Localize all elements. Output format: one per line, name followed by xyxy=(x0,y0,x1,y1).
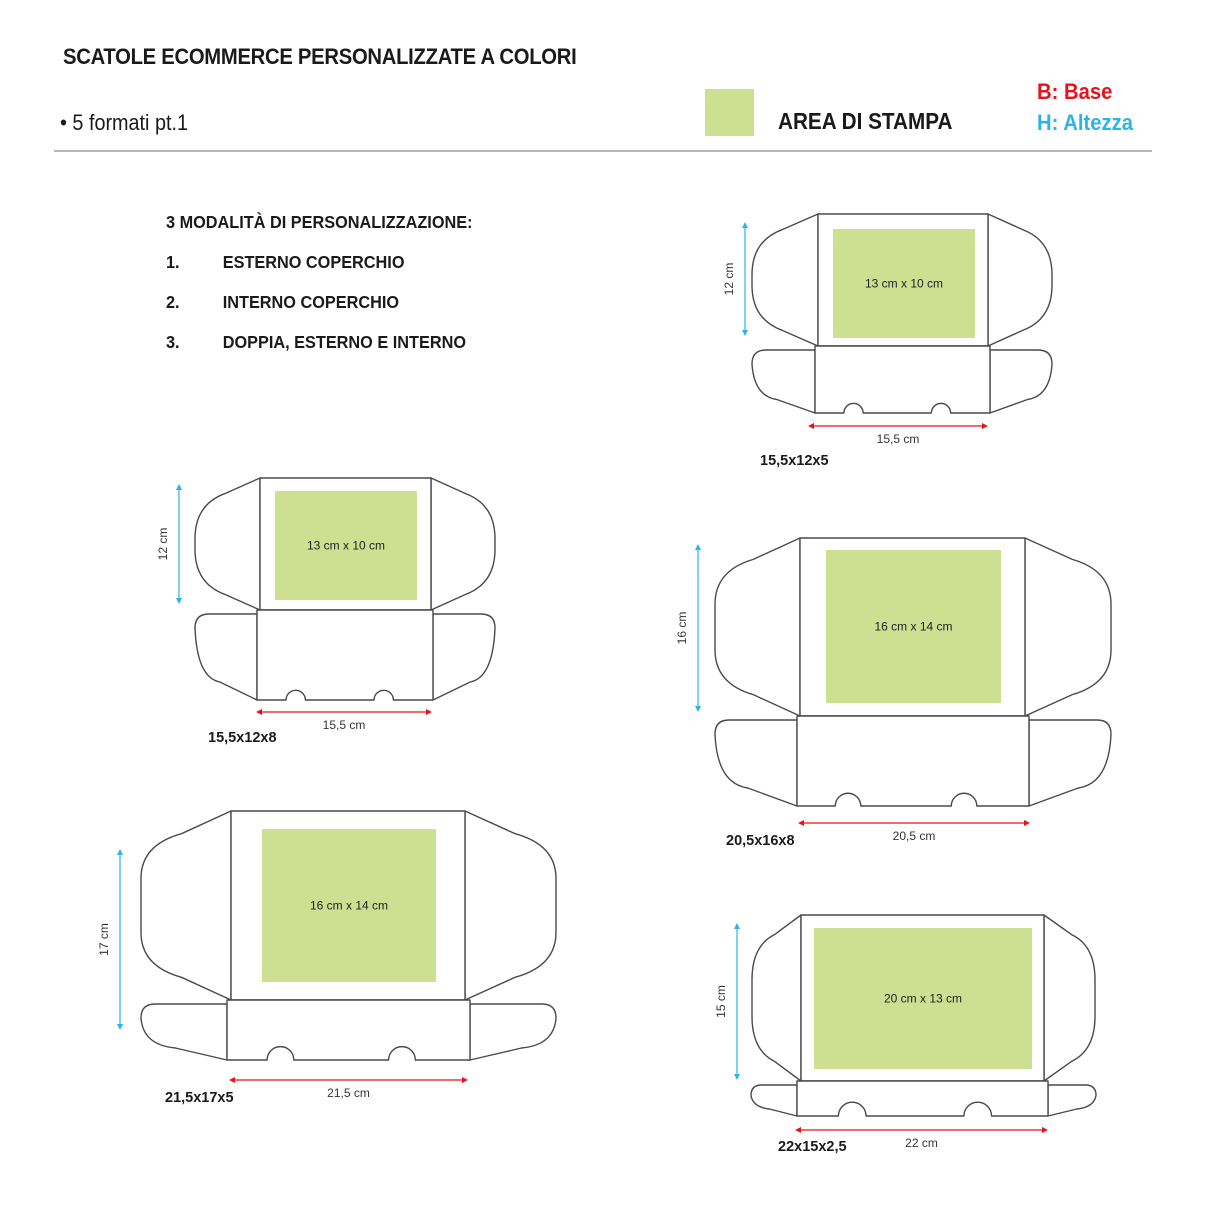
box-dieline: 13 cm x 10 cm 12 cm 15,5 cm xyxy=(722,213,1053,446)
mode-label: DOPPIA, ESTERNO E INTERNO xyxy=(222,332,466,352)
print-area-size: 20 cm x 13 cm xyxy=(884,992,962,1006)
box-dieline: 16 cm x 14 cm 17 cm 21,5 cm xyxy=(97,810,557,1100)
arrow-left-icon xyxy=(808,423,814,429)
height-label: 12 cm xyxy=(722,263,736,296)
arrow-right-icon xyxy=(982,423,988,429)
print-area xyxy=(826,550,1001,703)
print-area xyxy=(262,829,436,982)
box-dieline: 16 cm x 14 cm 16 cm 20,5 cm xyxy=(675,537,1112,843)
base-key: B: Base xyxy=(1037,79,1113,104)
base-label: 15,5 cm xyxy=(323,718,366,732)
mode-number: 1. xyxy=(166,252,180,272)
subtitle: • 5 formati pt.1 xyxy=(60,110,188,135)
header-divider xyxy=(54,150,1152,152)
arrow-up-icon xyxy=(117,849,123,855)
print-area xyxy=(814,928,1032,1069)
height-label: 16 cm xyxy=(675,612,689,645)
print-area-size: 13 cm x 10 cm xyxy=(865,277,943,291)
arrow-left-icon xyxy=(256,709,262,715)
arrow-up-icon xyxy=(742,222,748,228)
mode-item: 1. ESTERNO COPERCHIO xyxy=(166,252,473,292)
print-area-size: 16 cm x 14 cm xyxy=(310,899,388,913)
arrow-down-icon xyxy=(695,706,701,712)
print-area xyxy=(275,491,417,600)
base-label: 15,5 cm xyxy=(877,432,920,446)
mode-item: 3. DOPPIA, ESTERNO E INTERNO xyxy=(166,332,473,372)
arrow-right-icon xyxy=(462,1077,468,1083)
arrow-down-icon xyxy=(176,598,182,604)
print-area-swatch xyxy=(705,89,754,136)
arrow-up-icon xyxy=(734,923,740,929)
mode-label: ESTERNO COPERCHIO xyxy=(222,252,405,272)
base-label: 21,5 cm xyxy=(327,1086,370,1100)
height-label: 15 cm xyxy=(714,985,728,1018)
arrow-right-icon xyxy=(1042,1127,1048,1133)
box-format-label: 22x15x2,5 xyxy=(778,1139,847,1155)
box-format-label: 21,5x17x5 xyxy=(165,1090,234,1106)
arrow-up-icon xyxy=(695,544,701,550)
page-title: SCATOLE ECOMMERCE PERSONALIZZATE A COLOR… xyxy=(63,44,577,69)
mode-label: INTERNO COPERCHIO xyxy=(222,292,400,312)
arrow-left-icon xyxy=(229,1077,235,1083)
height-label: 17 cm xyxy=(97,923,111,956)
base-label: 20,5 cm xyxy=(893,829,936,843)
print-area-size: 13 cm x 10 cm xyxy=(307,539,385,553)
customization-modes: 3 MODALITÀ DI PERSONALIZZAZIONE: 1. ESTE… xyxy=(166,212,496,372)
print-area-label: AREA DI STAMPA xyxy=(778,108,953,134)
arrow-left-icon xyxy=(798,820,804,826)
box-dieline: 13 cm x 10 cm 12 cm 15,5 cm xyxy=(156,477,496,732)
base-label: 22 cm xyxy=(905,1136,938,1150)
height-label: 12 cm xyxy=(156,528,170,561)
arrow-down-icon xyxy=(117,1024,123,1030)
mode-item: 2. INTERNO COPERCHIO xyxy=(166,292,473,332)
modes-heading: 3 MODALITÀ DI PERSONALIZZAZIONE: xyxy=(166,212,473,232)
arrow-down-icon xyxy=(734,1074,740,1080)
box-format-label: 15,5x12x8 xyxy=(208,730,277,746)
height-key: H: Altezza xyxy=(1037,110,1133,135)
arrow-up-icon xyxy=(176,484,182,490)
arrow-right-icon xyxy=(426,709,432,715)
box-dieline: 20 cm x 13 cm 15 cm 22 cm xyxy=(714,914,1097,1150)
print-area xyxy=(833,229,975,338)
print-area-size: 16 cm x 14 cm xyxy=(874,620,952,634)
arrow-right-icon xyxy=(1024,820,1030,826)
arrow-left-icon xyxy=(795,1127,801,1133)
mode-number: 3. xyxy=(166,332,180,352)
mode-number: 2. xyxy=(166,292,180,312)
arrow-down-icon xyxy=(742,330,748,336)
box-format-label: 15,5x12x5 xyxy=(760,453,829,469)
box-format-label: 20,5x16x8 xyxy=(726,833,795,849)
